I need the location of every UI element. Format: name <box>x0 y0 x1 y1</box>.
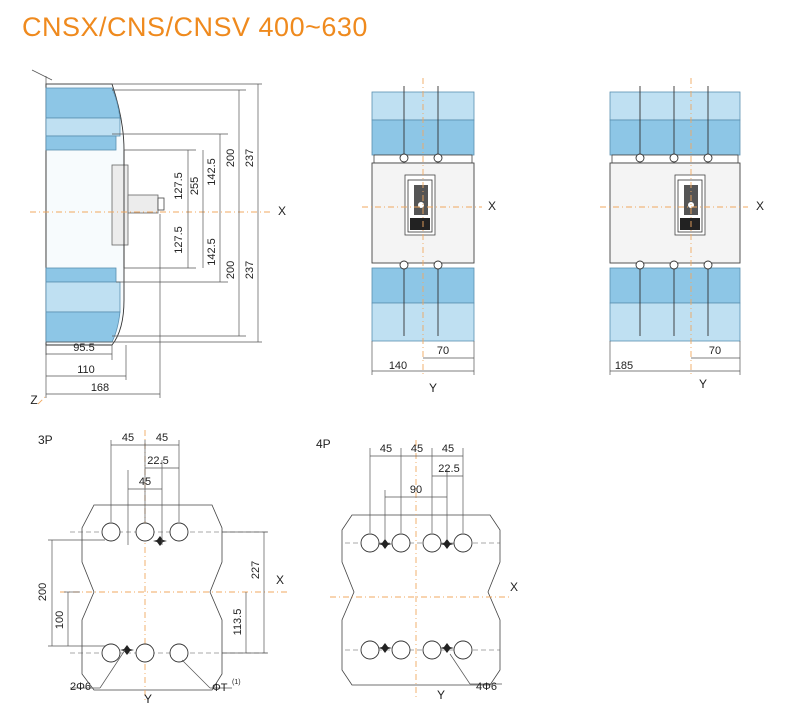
label-4p: 4P <box>316 437 331 451</box>
dim-185: 185 <box>615 360 633 372</box>
front-view-4p: X 70 185 Y <box>600 78 764 391</box>
axis-y-4p: Y <box>699 377 707 391</box>
dim-22-5-4p: 22.5 <box>438 463 459 475</box>
front-view-3p: X 70 140 Y <box>362 78 496 395</box>
axis-y-drill-4p: Y <box>437 688 445 702</box>
dim-45-4p-a: 45 <box>380 443 392 455</box>
dim-90: 90 <box>410 484 422 496</box>
axis-x-label: X <box>278 204 286 218</box>
terminal-label-phit: ΦT <box>212 682 228 694</box>
axis-x-3p: X <box>488 199 496 213</box>
axis-x-drill-3p: X <box>276 573 284 587</box>
dim-168: 168 <box>91 382 109 394</box>
handle <box>404 174 436 236</box>
dim-110: 110 <box>77 364 95 376</box>
dim-142-5-top: 142.5 <box>206 158 218 186</box>
drilling-4p: 4P 45 45 45 22.5 90 X 4Φ6 Y <box>316 437 518 702</box>
label-3p: 3P <box>38 433 53 447</box>
terminal-note: (1) <box>232 679 241 686</box>
dim-255: 255 <box>189 177 201 195</box>
terminal-bars-4p <box>635 86 713 336</box>
dim-113-5: 113.5 <box>232 609 244 636</box>
dim-237-top: 237 <box>244 149 256 167</box>
dim-95-5: 95.5 <box>73 342 94 354</box>
dim-200-drill: 200 <box>37 583 49 601</box>
dim-100-drill: 100 <box>54 611 66 629</box>
axis-x-4p: X <box>756 199 764 213</box>
terminal-bars-3p <box>399 86 443 336</box>
page-title: CNSX/CNS/CNSV 400~630 <box>22 12 368 42</box>
dim-70-4p: 70 <box>709 345 721 357</box>
dim-45-b: 45 <box>156 432 168 444</box>
hole-label-2phi6: 2Φ6 <box>70 681 91 693</box>
axis-y-3p: Y <box>429 381 437 395</box>
dim-45-c: 45 <box>139 476 151 488</box>
hole-label-4phi6: 4Φ6 <box>476 681 497 693</box>
dim-45-4p-b: 45 <box>411 443 423 455</box>
axis-x-drill-4p: X <box>510 580 518 594</box>
dim-127-5-bottom: 127.5 <box>173 226 185 254</box>
dim-45-a: 45 <box>122 432 134 444</box>
side-view: 127.5 127.5 255 142.5 142.5 200 200 237 … <box>30 69 286 407</box>
dim-142-5-bottom: 142.5 <box>206 238 218 266</box>
dim-70-3p: 70 <box>437 345 449 357</box>
dim-45-4p-c: 45 <box>442 443 454 455</box>
dim-22-5: 22.5 <box>147 455 168 467</box>
dim-127-5-top: 127.5 <box>173 172 185 200</box>
drilling-3p: 3P 45 45 22.5 45 200 100 <box>37 430 290 706</box>
axis-y-drill-3p: Y <box>144 692 152 706</box>
dim-237-bottom: 237 <box>244 261 256 279</box>
dim-200-top: 200 <box>225 149 237 167</box>
dim-200-bottom: 200 <box>225 261 237 279</box>
dim-140: 140 <box>389 360 407 372</box>
dim-227: 227 <box>250 561 262 579</box>
axis-z-label: Z <box>30 393 37 407</box>
